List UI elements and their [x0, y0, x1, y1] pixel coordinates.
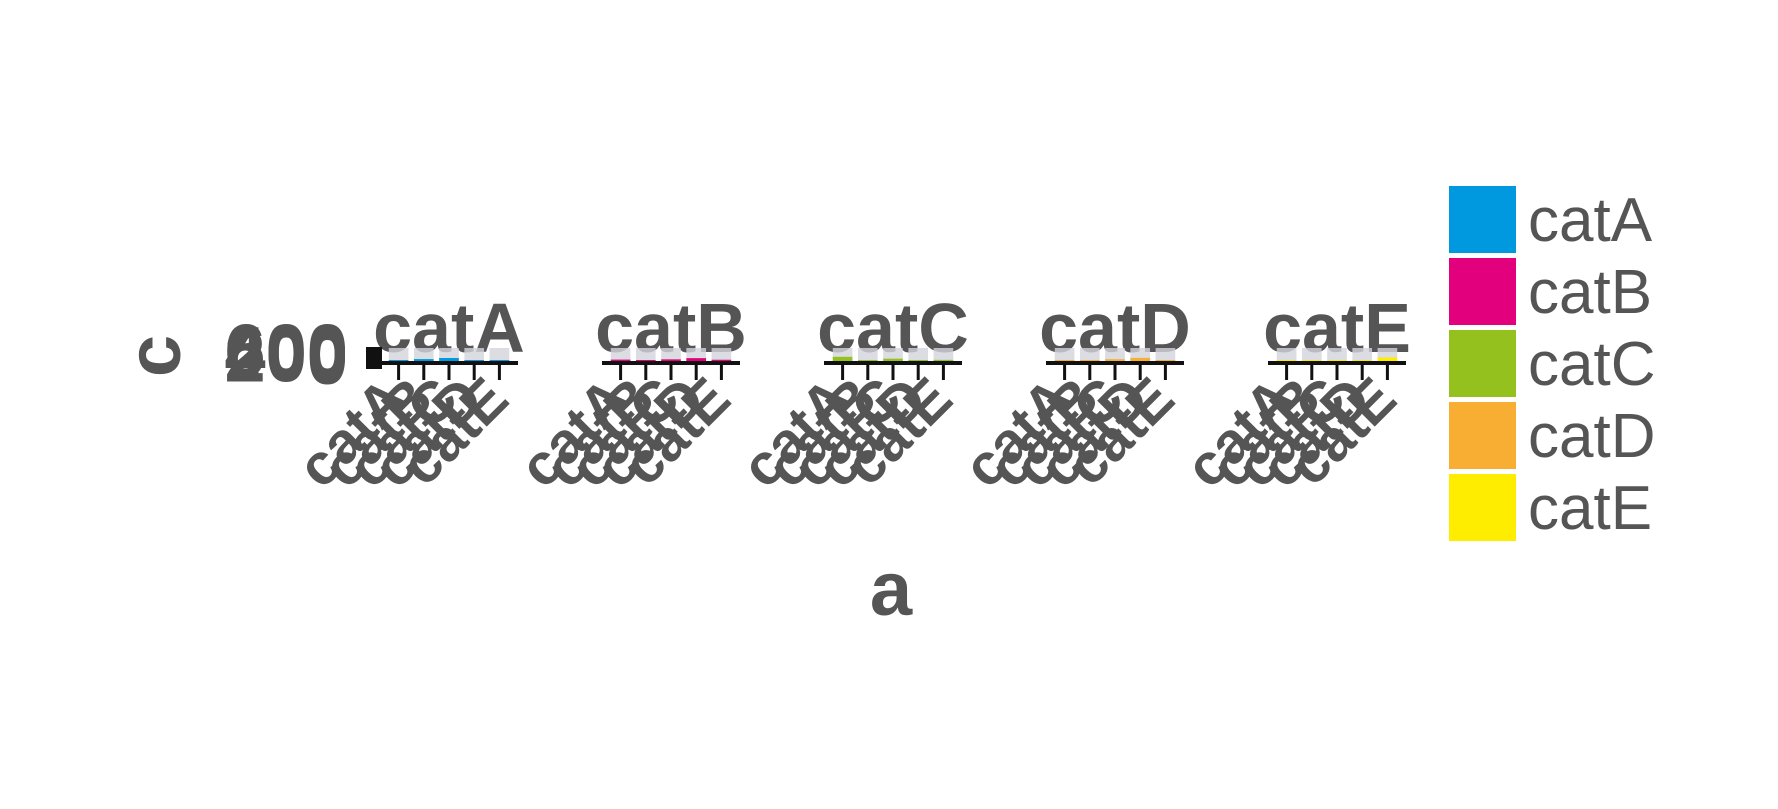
background-bar — [857, 348, 878, 362]
background-bar — [1352, 348, 1373, 362]
bar-catC-catA — [832, 356, 853, 362]
background-bar — [1079, 348, 1100, 362]
bar-catC-catC — [883, 358, 903, 362]
bar-catB-catD — [686, 358, 707, 362]
background-bar — [1054, 348, 1075, 362]
legend-label-catA: catA — [1528, 186, 1653, 255]
background-bar — [610, 348, 631, 362]
background-bar — [413, 348, 434, 362]
background-bar — [489, 348, 510, 362]
bar-catD-catC — [1105, 359, 1125, 362]
background-bar — [883, 348, 903, 362]
background-bar — [1301, 348, 1322, 362]
background-bar — [908, 348, 929, 362]
background-bar — [711, 348, 732, 362]
bar-catA-catC — [439, 358, 459, 362]
bar-catA-catB — [413, 359, 434, 362]
legend-label-catD: catD — [1528, 402, 1655, 471]
background-bar — [1276, 348, 1297, 362]
legend-key-catC — [1449, 330, 1516, 397]
background-bar — [464, 348, 485, 362]
y-tick-label: 0 — [307, 317, 348, 400]
background-bar — [933, 348, 954, 362]
bar-catE-catE — [1377, 357, 1398, 362]
facet-panels: catAcatAcatBcatCcatDcatEcatBcatAcatBcatC… — [285, 289, 1411, 500]
background-bar — [1327, 348, 1347, 362]
y-tick-label: 200 — [225, 314, 348, 397]
background-bar — [388, 348, 409, 362]
background-bar — [635, 348, 656, 362]
legend-label-catE: catE — [1528, 474, 1652, 543]
background-bar — [1155, 348, 1176, 362]
legend-key-catE — [1449, 474, 1516, 541]
legend-key-catB — [1449, 258, 1516, 325]
legend-label-catB: catB — [1528, 258, 1652, 327]
y-tick-label: 600 — [225, 309, 348, 392]
legend-key-catD — [1449, 402, 1516, 469]
legend-label-catC: catC — [1528, 330, 1655, 399]
bar-catC-catE — [933, 359, 954, 362]
background-bar — [661, 348, 681, 362]
background-bar — [1105, 348, 1125, 362]
bar-catD-catD — [1130, 357, 1151, 362]
bar-catB-catE — [711, 359, 732, 362]
bar-catB-catA — [610, 359, 631, 362]
y-axis-title: c — [112, 335, 197, 377]
x-axis-title: a — [870, 547, 913, 632]
y-tick-label: 400 — [225, 312, 348, 395]
bar-catB-catC — [661, 359, 681, 362]
legend-key-catA — [1449, 186, 1516, 253]
